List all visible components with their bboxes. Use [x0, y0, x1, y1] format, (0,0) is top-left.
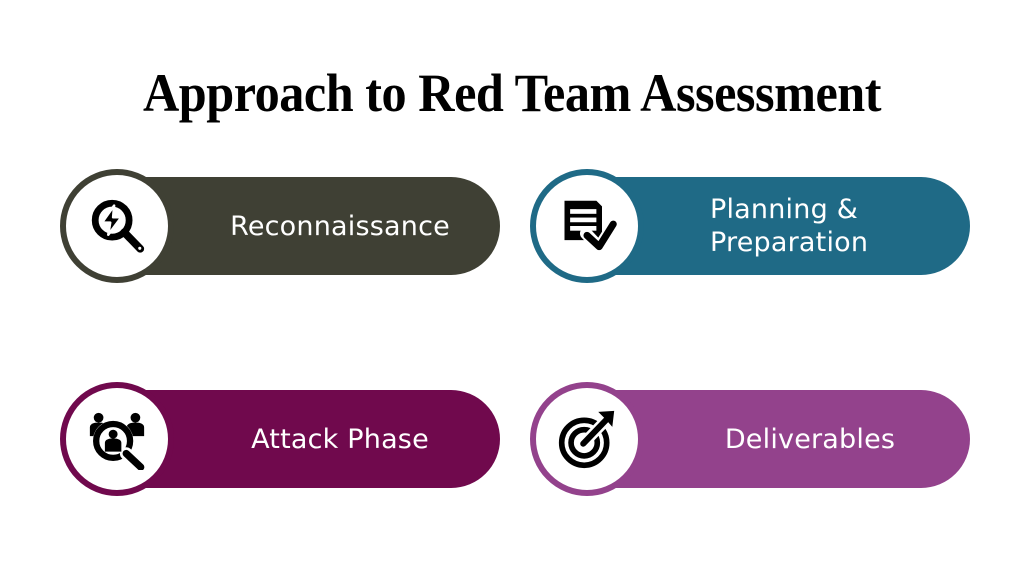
magnifier-bolt-icon [86, 195, 148, 257]
card-attack-phase[interactable]: Attack Phase [60, 382, 500, 496]
icon-badge-deliverables[interactable] [530, 382, 644, 496]
card-label-line-1: Planning & [710, 194, 858, 225]
card-planning-preparation[interactable]: Planning & Preparation [530, 169, 970, 283]
target-arrow-icon [557, 409, 617, 469]
icon-badge-reconnaissance[interactable] [60, 169, 174, 283]
card-reconnaissance[interactable]: Reconnaissance [60, 169, 500, 283]
icon-badge-attack-phase[interactable] [60, 382, 174, 496]
card-label-attack-phase: Attack Phase [251, 423, 429, 455]
card-label-deliverables: Deliverables [724, 423, 896, 455]
card-deliverables[interactable]: Deliverables [530, 382, 970, 496]
page-title: Approach to Red Team Assessment [142, 63, 882, 123]
icon-badge-planning-preparation[interactable] [530, 169, 644, 283]
document-check-icon [557, 196, 617, 256]
card-label-reconnaissance: Reconnaissance [230, 210, 450, 242]
people-magnifier-icon [86, 408, 148, 470]
card-label-line-2: Preparation [710, 227, 869, 258]
card-label-planning-preparation: Planning & Preparation [710, 177, 960, 275]
